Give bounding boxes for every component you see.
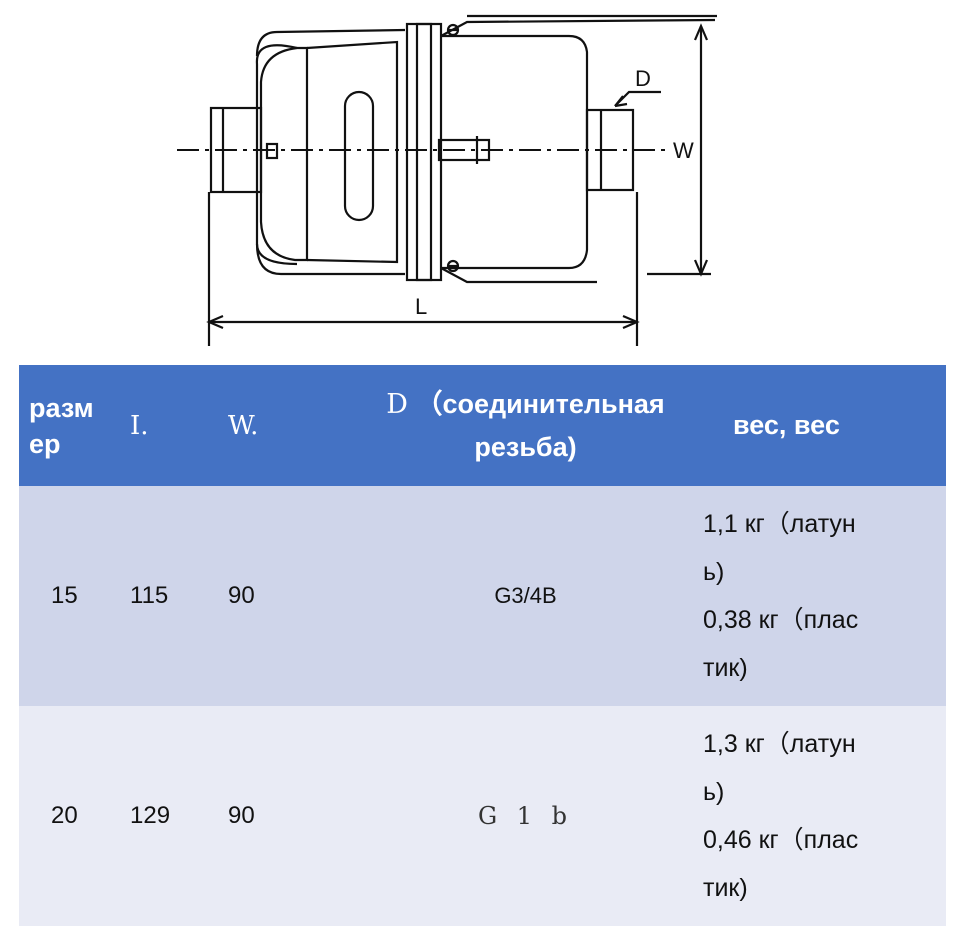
meter-drawing-svg: D W L [177,14,717,346]
weight-line: 1,3 кг（латун [703,730,856,758]
sight-window [343,90,375,222]
weight-line: тик) [703,874,748,902]
header-size-line2: ер [29,428,61,459]
cell-size: 15 [19,486,130,706]
weight-line: 0,38 кг（плас [703,606,859,634]
header-size-line1: разм [29,392,94,423]
weight-line: тик) [703,654,748,682]
cell-l: 129 [130,706,228,926]
cell-size: 20 [19,706,130,926]
water-meter-dimension-drawing: D W L [177,12,762,352]
table-row: 15 115 90 G3/4B 1,1 кг（латун ь) 0,38 кг（… [19,486,946,706]
weight-line: ь) [703,778,725,806]
header-d-line1: （соединительная [415,389,665,419]
header-weight: вес, вес [733,410,840,440]
weight-line: 0,46 кг（плас [703,826,859,854]
dimension-l-label: L [415,294,427,319]
right-housing [441,34,589,270]
table-header-row: разм ер I. W. D （соединительная резьба) … [19,365,946,486]
header-connection: D （соединительная резьба) [348,365,703,486]
cell-weight: 1,3 кг（латун ь) 0,46 кг（плас тик) [703,706,946,926]
header-size: разм ер [19,365,130,486]
cell-w: 90 [228,706,348,926]
dimension-w-label: W [673,138,694,163]
cell-connection: G 1 b [348,706,703,926]
weight-line: 1,1 кг（латун [703,510,856,538]
header-d-line2: резьба) [474,432,577,462]
header-d-prefix: D [386,389,408,420]
dimension-d-label: D [635,66,651,91]
specification-table: разм ер I. W. D （соединительная резьба) … [19,365,946,926]
header-w: W. [228,410,259,441]
cell-l: 115 [130,486,228,706]
flange [405,22,443,282]
table-row: 20 129 90 G 1 b 1,3 кг（латун ь) 0,46 кг（… [19,706,946,926]
cell-weight: 1,1 кг（латун ь) 0,38 кг（плас тик) [703,486,946,706]
cell-connection: G3/4B [348,486,703,706]
header-l: I. [130,410,149,441]
cell-w: 90 [228,486,348,706]
weight-line: ь) [703,558,725,586]
meter-body [306,40,399,264]
